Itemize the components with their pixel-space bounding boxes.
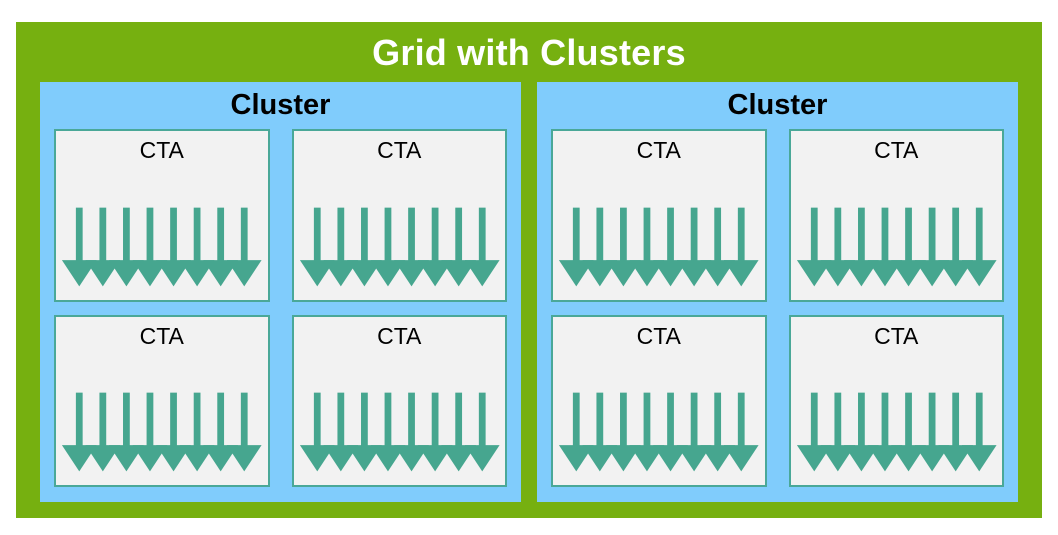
thread-arrow [393, 207, 429, 286]
grid-title: Grid with Clusters [372, 32, 686, 73]
cta-box: CTA [551, 314, 767, 487]
thread-arrows [56, 391, 268, 473]
thread-arrow [819, 207, 855, 286]
cta-box: CTA [551, 129, 767, 302]
thread-arrow [819, 392, 855, 472]
thread-arrow [914, 207, 949, 286]
thread-arrow [132, 207, 168, 286]
thread-arrows [791, 206, 1003, 288]
thread-arrow [322, 392, 358, 472]
cta-label: CTA [377, 322, 422, 349]
thread-arrow [440, 392, 476, 472]
cta-label: CTA [874, 137, 919, 163]
thread-arrow [61, 207, 97, 286]
thread-arrows [791, 391, 1003, 473]
thread-arrow [156, 392, 191, 472]
thread-arrow [203, 207, 239, 286]
thread-arrow [796, 207, 832, 286]
thread-arrow [299, 392, 335, 472]
thread-arrow [132, 392, 168, 472]
thread-arrow [961, 392, 997, 472]
cluster-0-cta-grid: CTA CTA CTA CTA [54, 129, 507, 487]
thread-arrow [606, 207, 641, 286]
cta-label: CTA [139, 322, 184, 349]
cta-box: CTA [54, 314, 270, 487]
thread-arrow [464, 207, 500, 286]
thread-arrows [56, 206, 268, 288]
thread-arrow [179, 207, 215, 286]
cta-label: CTA [874, 322, 919, 349]
thread-arrow [676, 392, 712, 472]
thread-arrow [890, 392, 926, 472]
thread-arrow [417, 392, 452, 472]
thread-arrow [606, 392, 641, 472]
thread-arrow [299, 207, 335, 286]
thread-arrow [417, 207, 452, 286]
thread-arrows [553, 206, 765, 288]
thread-arrow [700, 207, 736, 286]
cta-box: CTA [54, 129, 270, 302]
thread-arrow [203, 392, 239, 472]
thread-arrow [961, 207, 997, 286]
thread-arrow [582, 392, 618, 472]
thread-arrow [85, 392, 121, 472]
cta-box: CTA [788, 314, 1004, 487]
thread-arrow [723, 392, 759, 472]
thread-arrow [179, 392, 215, 472]
thread-arrow [843, 392, 879, 472]
thread-arrows [294, 391, 506, 473]
thread-arrow [322, 207, 358, 286]
thread-arrow [914, 392, 949, 472]
thread-arrow [843, 207, 879, 286]
thread-arrow [393, 392, 429, 472]
thread-arrow [558, 392, 594, 472]
thread-arrow [629, 207, 665, 286]
thread-arrow [109, 392, 144, 472]
thread-arrow [370, 392, 405, 472]
thread-arrow [937, 207, 973, 286]
thread-arrow [700, 392, 736, 472]
cta-box: CTA [291, 314, 507, 487]
thread-arrows [553, 391, 765, 473]
thread-arrow [464, 392, 500, 472]
thread-arrow [653, 392, 688, 472]
thread-arrows [294, 206, 506, 288]
cluster-0: Cluster CTA CTA CTA CTA [40, 82, 521, 502]
cluster-0-title: Cluster [230, 89, 331, 121]
thread-arrow [558, 207, 594, 286]
cluster-1-cta-grid: CTA CTA CTA CTA [551, 129, 1004, 487]
thread-arrow [61, 392, 97, 472]
thread-arrow [85, 207, 121, 286]
thread-arrow [890, 207, 926, 286]
grid-panel: Grid with Clusters Cluster CTA CTA CTA [16, 22, 1042, 518]
thread-arrow [440, 207, 476, 286]
thread-arrow [937, 392, 973, 472]
thread-arrow [796, 392, 832, 472]
thread-arrow [109, 207, 144, 286]
thread-arrow [629, 392, 665, 472]
thread-arrow [156, 207, 191, 286]
thread-arrow [653, 207, 688, 286]
thread-arrow [346, 392, 382, 472]
thread-arrow [867, 392, 902, 472]
thread-arrow [346, 207, 382, 286]
cta-label: CTA [139, 137, 184, 163]
cta-label: CTA [636, 137, 681, 163]
thread-arrow [676, 207, 712, 286]
thread-arrow [226, 207, 262, 286]
cta-label: CTA [377, 137, 422, 163]
thread-arrow [582, 207, 618, 286]
thread-arrow [723, 207, 759, 286]
thread-arrow [226, 392, 262, 472]
cta-label: CTA [636, 322, 681, 349]
cluster-1-title: Cluster [727, 89, 828, 121]
clusters-row: Cluster CTA CTA CTA CTA [40, 82, 1018, 502]
cluster-1: Cluster CTA CTA CTA CTA [537, 82, 1018, 502]
cta-box: CTA [291, 129, 507, 302]
cta-box: CTA [788, 129, 1004, 302]
thread-arrow [370, 207, 405, 286]
thread-arrow [867, 207, 902, 286]
